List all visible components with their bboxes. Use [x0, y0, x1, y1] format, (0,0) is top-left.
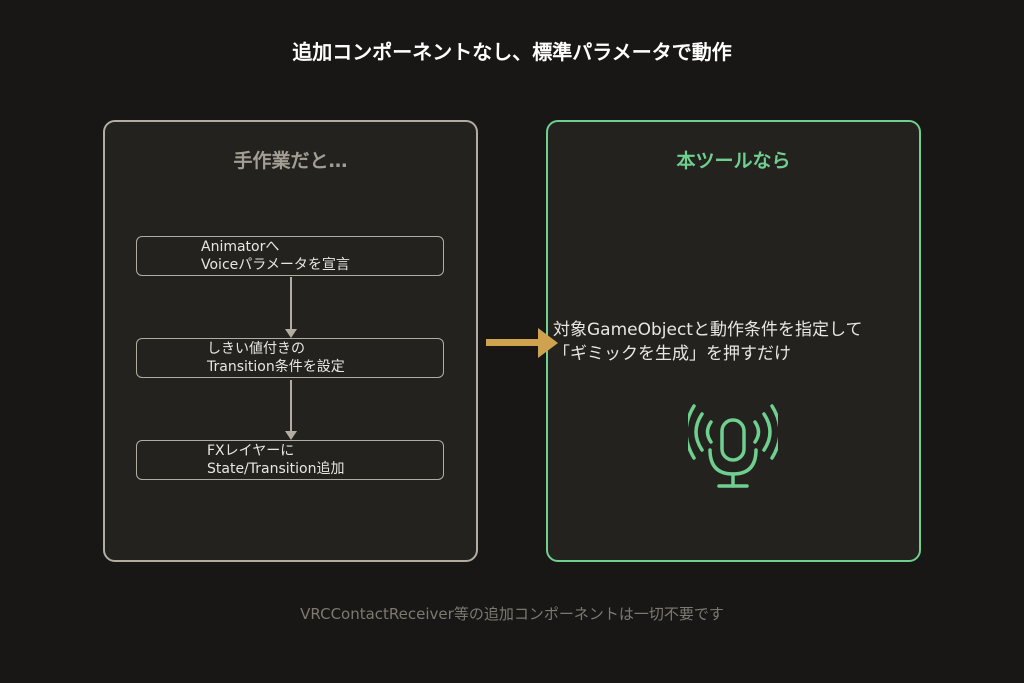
manual-panel-heading: 手作業だと… — [233, 150, 348, 172]
microphone-signal-icon — [688, 404, 778, 488]
tool-description: 対象GameObjectと動作条件を指定して 「ギミックを生成」を押すだけ — [553, 318, 933, 366]
step-line: Animatorへ — [201, 239, 280, 255]
step-line: Transition条件を設定 — [207, 359, 345, 375]
description-line: 「ギミックを生成」を押すだけ — [553, 344, 791, 364]
footer-note: VRCContactReceiver等の追加コンポーネントは一切不要です — [300, 605, 724, 623]
down-arrow-icon — [285, 380, 297, 440]
down-arrow-icon — [285, 277, 297, 338]
step-add-fx-layer-states: FXレイヤーに State/Transition追加 — [136, 440, 444, 480]
step-line: しきい値付きの — [207, 341, 305, 357]
step-set-transition-conditions: しきい値付きの Transition条件を設定 — [136, 338, 444, 378]
step-line: State/Transition追加 — [207, 461, 345, 477]
page-title: 追加コンポーネントなし、標準パラメータで動作 — [292, 40, 732, 64]
right-arrow-icon — [486, 328, 560, 358]
step-line: Voiceパラメータを宣言 — [201, 257, 350, 273]
step-declare-voice-parameter: Animatorへ Voiceパラメータを宣言 — [136, 236, 444, 276]
step-line: FXレイヤーに — [207, 443, 295, 459]
description-line: 対象GameObjectと動作条件を指定して — [553, 320, 863, 340]
tool-panel-heading: 本ツールなら — [676, 150, 791, 172]
